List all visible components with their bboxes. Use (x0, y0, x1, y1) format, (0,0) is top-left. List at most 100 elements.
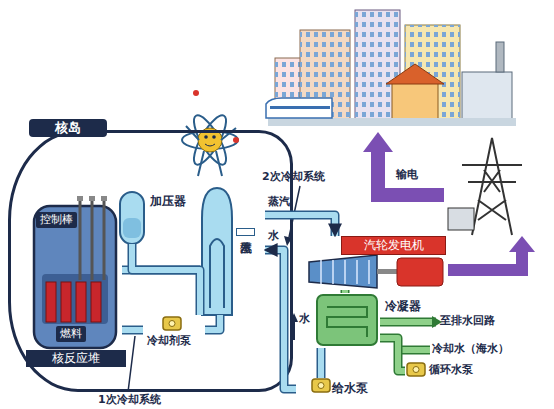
turbine-generator: 汽轮发电机 (305, 236, 447, 290)
system-label: 1次冷却系统 (98, 393, 161, 407)
turbine-blade (368, 260, 370, 284)
pipe (132, 244, 200, 315)
control-rod (103, 198, 106, 280)
transformer (448, 208, 474, 230)
steam-generator-outline (200, 188, 265, 315)
pressurizer-shell (120, 192, 144, 244)
pipe-outline (265, 250, 296, 389)
atom-orbit (188, 111, 232, 168)
pump-impeller (413, 367, 419, 373)
steam-generator: 蒸汽发生器 (200, 188, 265, 315)
train-stripe (270, 106, 330, 109)
power-arrow (378, 150, 444, 195)
pipe (205, 315, 220, 330)
train (266, 98, 332, 118)
condenser-outline (315, 293, 380, 348)
pipe-arrow-track (321, 348, 322, 378)
condenser: 冷凝器 (315, 293, 380, 348)
edge-label: 蒸汽 (268, 195, 290, 209)
coolant-pump: 冷却剂泵 (143, 316, 205, 346)
electron (193, 90, 199, 96)
pipe-connector (380, 338, 405, 371)
turbine-blade (320, 260, 322, 284)
pressurizer: 加压器 (118, 190, 190, 244)
fuel-assembly (91, 282, 101, 322)
electron (233, 137, 239, 143)
generator (397, 258, 443, 286)
pump-impeller (169, 321, 175, 327)
pipe (318, 348, 324, 378)
feed-pump: 给水泵 (296, 378, 366, 400)
pipe-outline (317, 348, 326, 378)
flow-label: 输电 (396, 168, 418, 182)
pipe-connector (205, 315, 220, 330)
u-tube (210, 239, 224, 308)
pipe-arrow-track (265, 250, 296, 389)
pipe-outline (380, 338, 405, 371)
edge-label: 水 (268, 229, 279, 243)
section-tab: 核岛 (29, 119, 107, 137)
pressurizer-water (123, 218, 141, 238)
house (392, 82, 438, 120)
arrow-head (509, 236, 535, 252)
pipe-connector (265, 250, 296, 389)
pipe (342, 290, 348, 293)
node-label: 汽轮发电机 (341, 236, 446, 255)
circulation-pump: 循环水泵 (405, 362, 497, 380)
pipe-outline (205, 315, 220, 330)
rod-drive (89, 196, 95, 201)
flow-label: 水 (299, 312, 310, 326)
node-label: 冷却剂泵 (147, 334, 191, 348)
arrow-head (363, 132, 393, 152)
pipe (265, 250, 296, 389)
part-label: 燃料 (56, 326, 86, 342)
pump-symbol (163, 317, 181, 330)
pipe-outline (341, 290, 350, 293)
part-label: 控制棒 (36, 212, 77, 228)
reactor-vessel: 控制棒燃料核反应堆 (30, 198, 122, 370)
system-label: 2次冷却系统 (262, 170, 325, 184)
cooling-coil (327, 307, 367, 337)
pump-symbol (407, 363, 425, 376)
turbine-blade (356, 260, 358, 284)
pump-symbol (312, 379, 330, 392)
pipe (122, 327, 143, 333)
rod-drive (101, 196, 107, 201)
condenser-shell (317, 295, 377, 345)
pipe-connector (321, 348, 322, 378)
pipe-arrow-track (380, 338, 405, 371)
node-label: 冷凝器 (385, 299, 421, 314)
atom-orbit (188, 111, 232, 168)
pipe-arrow-track (345, 290, 346, 293)
mascot-smile (205, 144, 215, 146)
fuel-assembly (76, 282, 86, 322)
shaft (377, 269, 397, 274)
control-rod (79, 198, 82, 280)
rod-drive (77, 196, 83, 201)
flow-arrow (293, 320, 295, 340)
house-roof (386, 64, 444, 84)
factory (462, 72, 512, 120)
pipe (380, 338, 405, 371)
pipe-label: 冷却水（海水） (432, 342, 509, 356)
pipe-outline (132, 244, 200, 315)
pipe-outline (122, 326, 143, 335)
turbine (309, 255, 377, 288)
pipe-connector (122, 330, 143, 331)
reactor-core (42, 274, 108, 324)
mascot-eye (204, 135, 208, 139)
node-label: 循环水泵 (429, 363, 473, 377)
control-rod (91, 198, 94, 280)
node-label: 核反应堆 (26, 350, 126, 367)
pipe-connector (132, 244, 200, 315)
fuel-assembly (46, 282, 56, 322)
pipe-arrow-track (132, 244, 200, 315)
containment-building: 核岛控制棒燃料核反应堆加压器蒸汽发生器冷却剂泵 (8, 130, 293, 392)
fuel-assembly (61, 282, 71, 322)
mascot-limbs (186, 126, 236, 176)
pipe-arrow-track (205, 315, 220, 330)
node-label: 加压器 (150, 194, 186, 209)
ground (268, 118, 516, 126)
pipe-label: 至排水回路 (440, 314, 495, 328)
